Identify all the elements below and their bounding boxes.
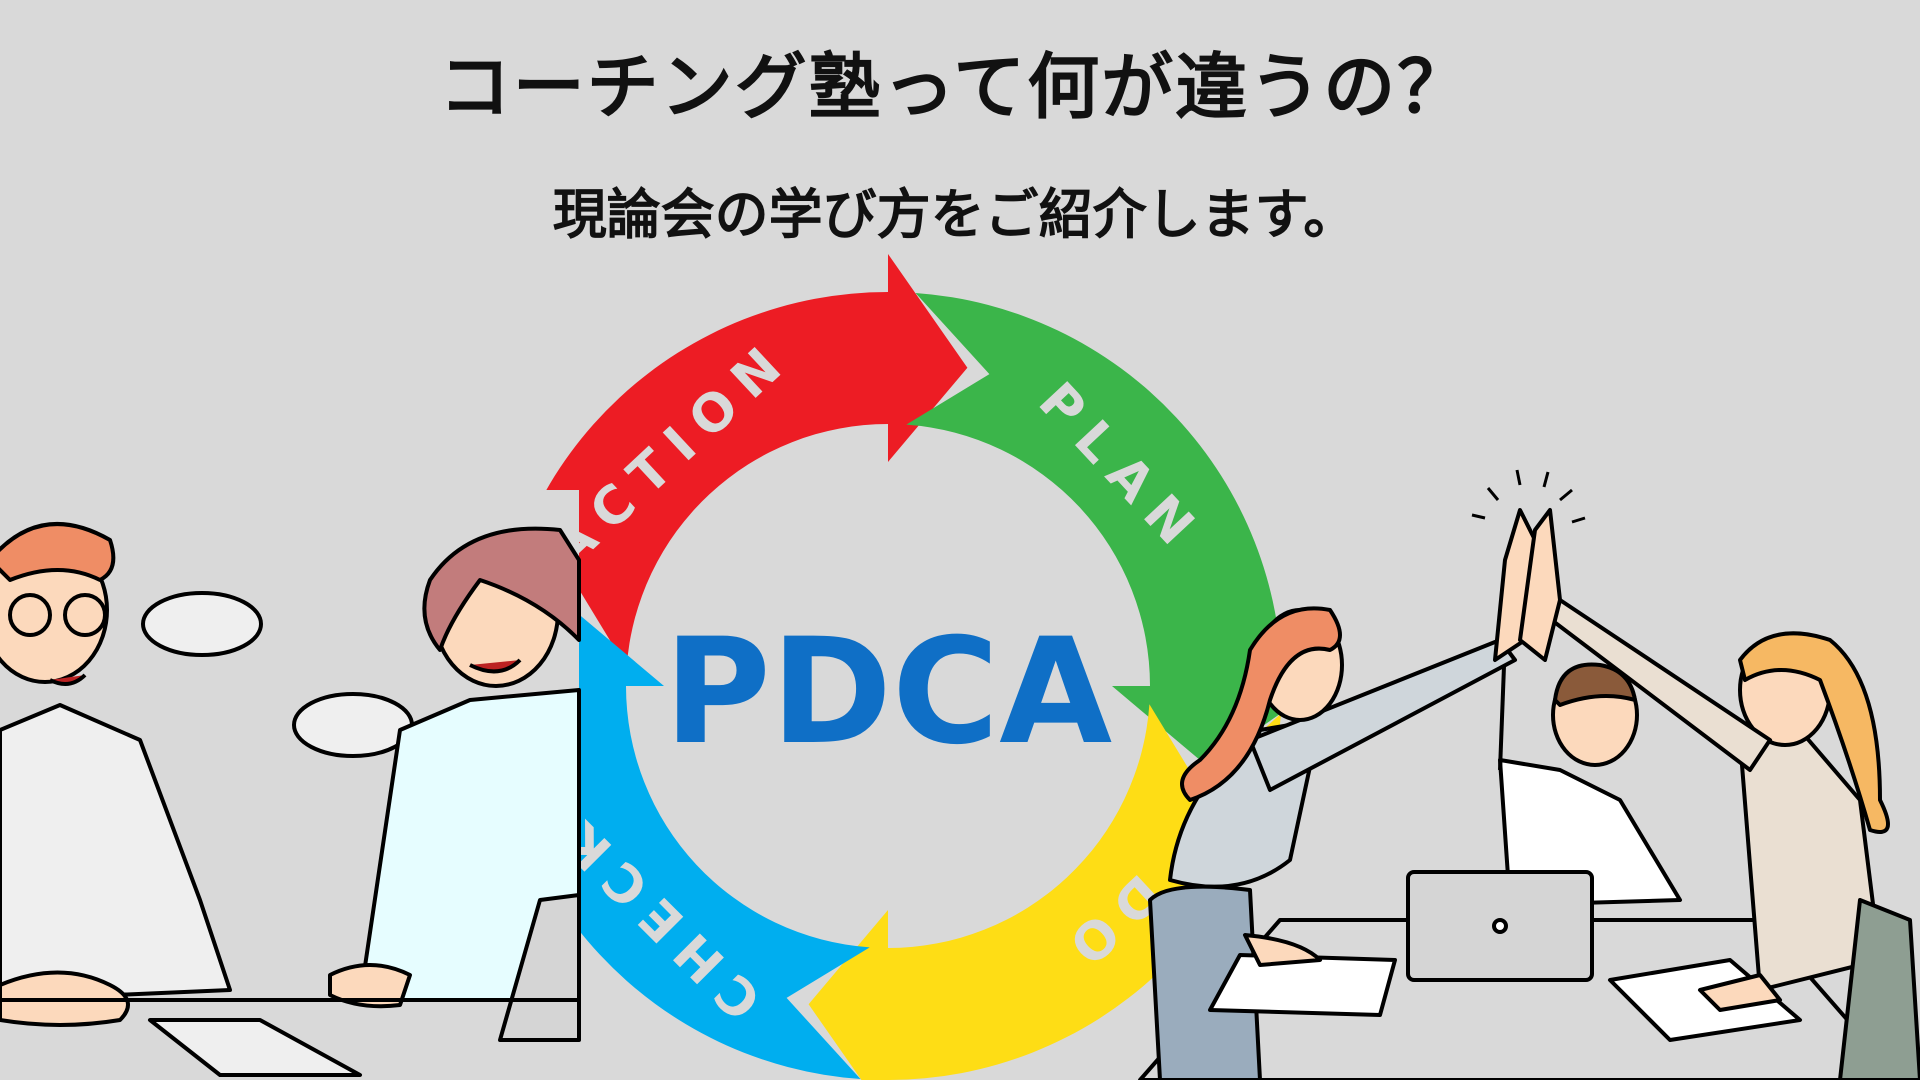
page-subtitle: 現論会の学び方をご紹介します。 — [552, 183, 1358, 246]
page-title: コーチング塾って何が違うの？ — [438, 45, 1472, 129]
pdca-center-label: PDCA — [664, 607, 1112, 777]
cycle-arrow-do — [808, 704, 1281, 1080]
cycle-arrow-action — [495, 254, 968, 668]
cycle-arrow-plan — [906, 293, 1320, 766]
